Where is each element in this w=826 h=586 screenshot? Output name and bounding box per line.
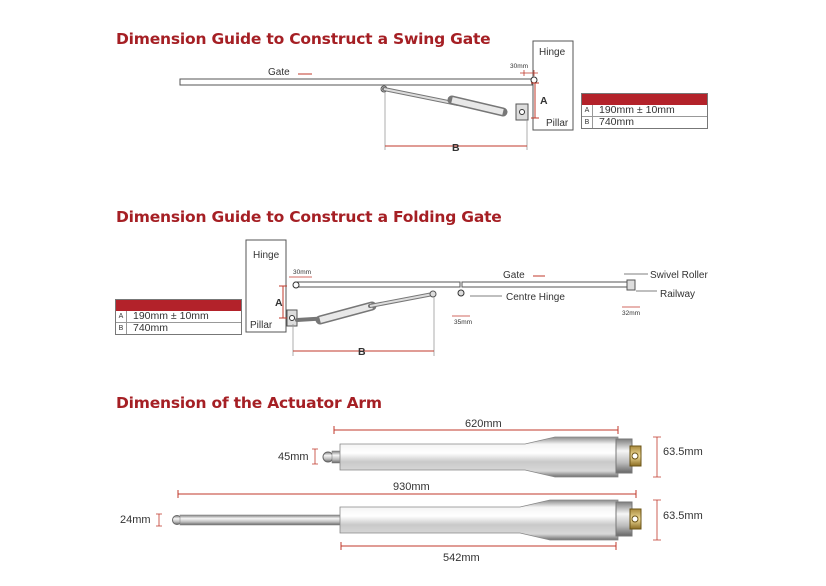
retracted-length-label: 620mm bbox=[465, 418, 502, 430]
roller-offset-label: 32mm bbox=[622, 310, 640, 317]
extended-body bbox=[339, 499, 619, 541]
swing-dimension-table: A 190mm ± 10mm B 740mm bbox=[581, 93, 708, 129]
folding-table-header-bar bbox=[116, 300, 241, 311]
swing-hinge-label: Hinge bbox=[539, 47, 566, 58]
swing-table-row-a: A 190mm ± 10mm bbox=[582, 105, 707, 116]
swing-table-key-b: B bbox=[582, 117, 593, 128]
folding-dimension-table: A 190mm ± 10mm B 740mm bbox=[115, 299, 242, 335]
folding-b-label: B bbox=[358, 346, 366, 358]
folding-offset-label: 30mm bbox=[293, 269, 311, 276]
swing-offset-dim bbox=[520, 70, 538, 76]
folding-gate-heading: Dimension Guide to Construct a Folding G… bbox=[116, 208, 502, 226]
swing-gate-diagram: Gate Hinge Pillar 30mm A B bbox=[179, 40, 574, 154]
extended-length-label: 930mm bbox=[393, 481, 430, 493]
folding-table-row-b: B 740mm bbox=[116, 322, 241, 334]
swing-b-extension bbox=[384, 92, 528, 150]
retracted-body bbox=[339, 436, 619, 478]
swing-a-label: A bbox=[540, 95, 548, 107]
folding-table-value-a: 190mm ± 10mm bbox=[133, 310, 209, 322]
folding-gate-bracket bbox=[429, 290, 437, 298]
folding-a-label: A bbox=[275, 297, 283, 309]
swing-offset-label: 30mm bbox=[510, 63, 528, 70]
extended-rod bbox=[179, 514, 346, 526]
swing-pillar-label: Pillar bbox=[546, 118, 569, 129]
swing-gate-label: Gate bbox=[268, 67, 290, 78]
folding-gate-diagram: Hinge Pillar 30mm Gate Swivel Roller Rai… bbox=[245, 239, 708, 358]
folding-centre-hinge-pin bbox=[457, 289, 465, 297]
swing-table-row-b: B 740mm bbox=[582, 116, 707, 128]
centre-hinge-label: Centre Hinge bbox=[506, 292, 565, 303]
swing-hinge-pin bbox=[530, 76, 538, 84]
folding-hinge-pin bbox=[292, 281, 300, 289]
folding-table-key-a: A bbox=[116, 311, 127, 322]
folding-table-row-a: A 190mm ± 10mm bbox=[116, 311, 241, 322]
folding-actuator bbox=[286, 290, 437, 327]
swing-b-label: B bbox=[452, 142, 460, 154]
swing-gate-heading: Dimension Guide to Construct a Swing Gat… bbox=[116, 30, 491, 48]
centre-offset-label: 35mm bbox=[454, 319, 472, 326]
folding-table-value-b: 740mm bbox=[133, 322, 169, 334]
folding-pillar-label: Pillar bbox=[250, 320, 273, 331]
folding-gate-label: Gate bbox=[503, 270, 525, 281]
swing-table-value-b: 740mm bbox=[599, 116, 635, 128]
swing-table-key-a: A bbox=[582, 105, 593, 116]
folding-gate-leaf-2 bbox=[461, 281, 633, 288]
folding-gate-leaf-1 bbox=[294, 281, 461, 288]
swing-a-dim bbox=[531, 82, 539, 119]
swing-table-value-a: 190mm ± 10mm bbox=[599, 104, 675, 116]
actuator-extended: 930mm 24mm 63.5mm 542mm bbox=[120, 481, 703, 564]
actuator-retracted: 620mm 45mm 63.5mm bbox=[278, 418, 703, 478]
railway-label: Railway bbox=[660, 289, 695, 300]
stroke-length-label: 542mm bbox=[443, 552, 480, 564]
retracted-height-label: 63.5mm bbox=[663, 446, 703, 458]
actuator-arm-heading: Dimension of the Actuator Arm bbox=[116, 394, 382, 412]
extended-height-label: 63.5mm bbox=[663, 510, 703, 522]
swing-gate-bar bbox=[179, 78, 533, 86]
folding-a-dim bbox=[279, 285, 287, 319]
retracted-rod-eye bbox=[322, 451, 334, 463]
swing-table-header-bar bbox=[582, 94, 707, 105]
folding-swivel-roller bbox=[626, 279, 636, 291]
swivel-roller-label: Swivel Roller bbox=[650, 270, 708, 281]
folding-table-key-b: B bbox=[116, 323, 127, 334]
folding-hinge-label: Hinge bbox=[253, 250, 280, 261]
swing-actuator bbox=[380, 85, 529, 121]
swing-pillar-box bbox=[532, 40, 574, 131]
extended-diameter-label: 24mm bbox=[120, 514, 151, 526]
retracted-diameter-label: 45mm bbox=[278, 451, 309, 463]
